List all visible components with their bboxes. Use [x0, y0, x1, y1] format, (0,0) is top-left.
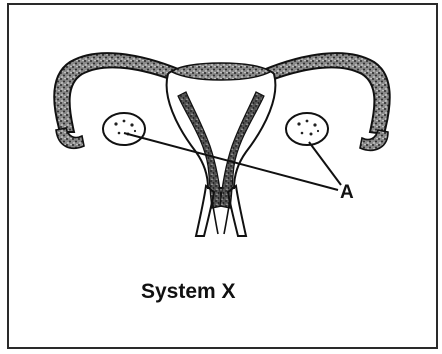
diagram-caption: System X: [141, 281, 236, 302]
right-ovary: [286, 113, 328, 145]
uterine-fundus: [172, 63, 270, 80]
left-ovary: [103, 113, 145, 145]
label-a: A: [340, 183, 354, 202]
leader-line-right: [309, 142, 341, 185]
